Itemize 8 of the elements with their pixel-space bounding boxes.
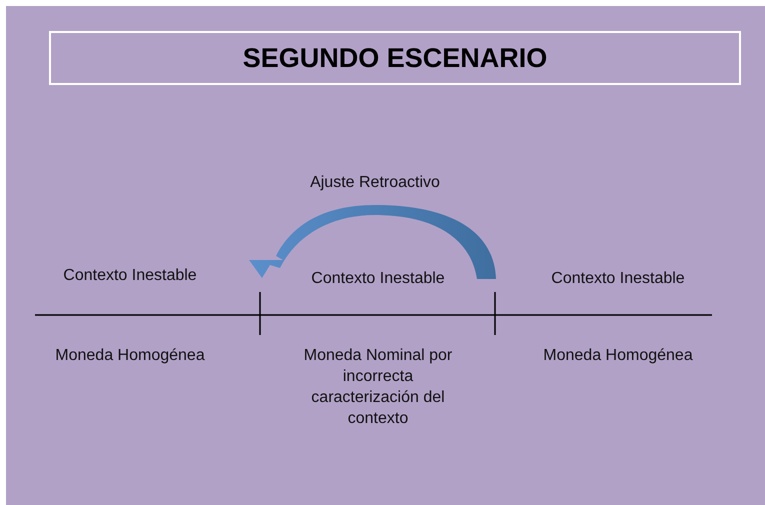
period-label: Contexto Inestable <box>310 269 446 289</box>
arrow-caption: Ajuste Retroactivo <box>309 173 441 193</box>
period-label: Contexto Inestable <box>550 269 686 289</box>
currency-note: Moneda Homogénea <box>542 346 694 366</box>
title-banner: SEGUNDO ESCENARIO <box>49 31 741 85</box>
period-label: Contexto Inestable <box>62 266 198 286</box>
currency-note: Moneda Homogénea <box>54 346 206 366</box>
currency-note: Moneda Nominal por incorrecta caracterización del contexto <box>302 346 454 429</box>
